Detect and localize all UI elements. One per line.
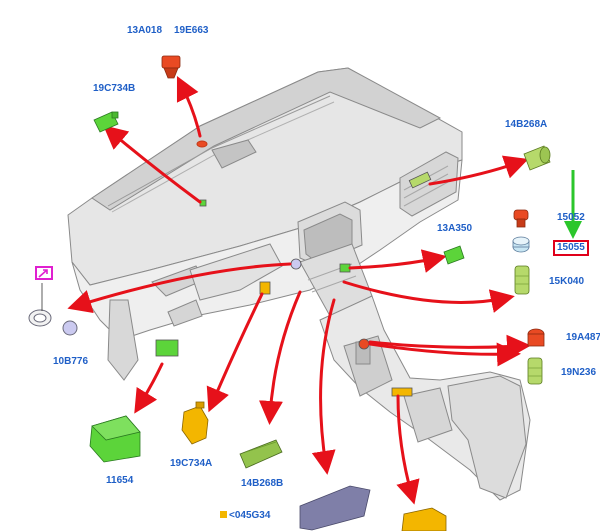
callout-11654[interactable]: 11654 [106,475,134,486]
callout-13A350[interactable]: 13A350 [437,223,473,234]
callout-19C734A[interactable]: 19C734A [170,458,213,469]
yellow-square-icon [220,511,227,518]
external-link-arrow-icon[interactable] [35,266,53,280]
callout-arrows [67,75,531,505]
callout-19C734B[interactable]: 19C734B [93,83,136,94]
part-yellow-block [401,507,447,531]
part-14B268A-connector [523,145,551,171]
callout-19E663[interactable]: 19E663 [174,25,209,36]
callout-045G34-text: <045G34 [229,510,271,521]
callout-15055-highlighted[interactable]: 15055 [553,240,589,256]
part-15K040-switch [514,265,530,295]
callout-045G34[interactable]: <045G34 [220,510,270,522]
callout-19N236[interactable]: 19N236 [561,367,597,378]
part-045G34-panel [299,485,371,531]
callout-15052[interactable]: 15052 [557,212,585,223]
part-19N236-switch [527,357,543,385]
in-situ-parts [155,171,432,397]
callout-15K040[interactable]: 15K040 [549,276,585,287]
callout-10B776[interactable]: 10B776 [53,356,89,367]
part-13A350-connector [443,245,465,265]
part-19A487-red-button [527,328,545,347]
callout-14B268B[interactable]: 14B268B [241,478,284,489]
callout-14B268A[interactable]: 14B268A [505,119,548,130]
part-13A018-red-clip [161,55,181,79]
part-15052-red-knob [513,209,529,228]
callout-19A487[interactable]: 19A487 [566,332,600,343]
part-19C734A-yellow-sensor [181,401,209,445]
callout-13A018[interactable]: 13A018 [127,25,163,36]
part-15055-ring [512,236,530,253]
part-10B776-lock-ring [28,309,78,336]
link-leader-line [41,283,43,311]
part-11654-green-module [89,415,141,463]
part-14B268B-bracket [239,439,283,469]
link-arrow-glyph [38,269,48,278]
part-19C734B-green-sensor [93,111,119,133]
instrument-panel [67,67,531,501]
